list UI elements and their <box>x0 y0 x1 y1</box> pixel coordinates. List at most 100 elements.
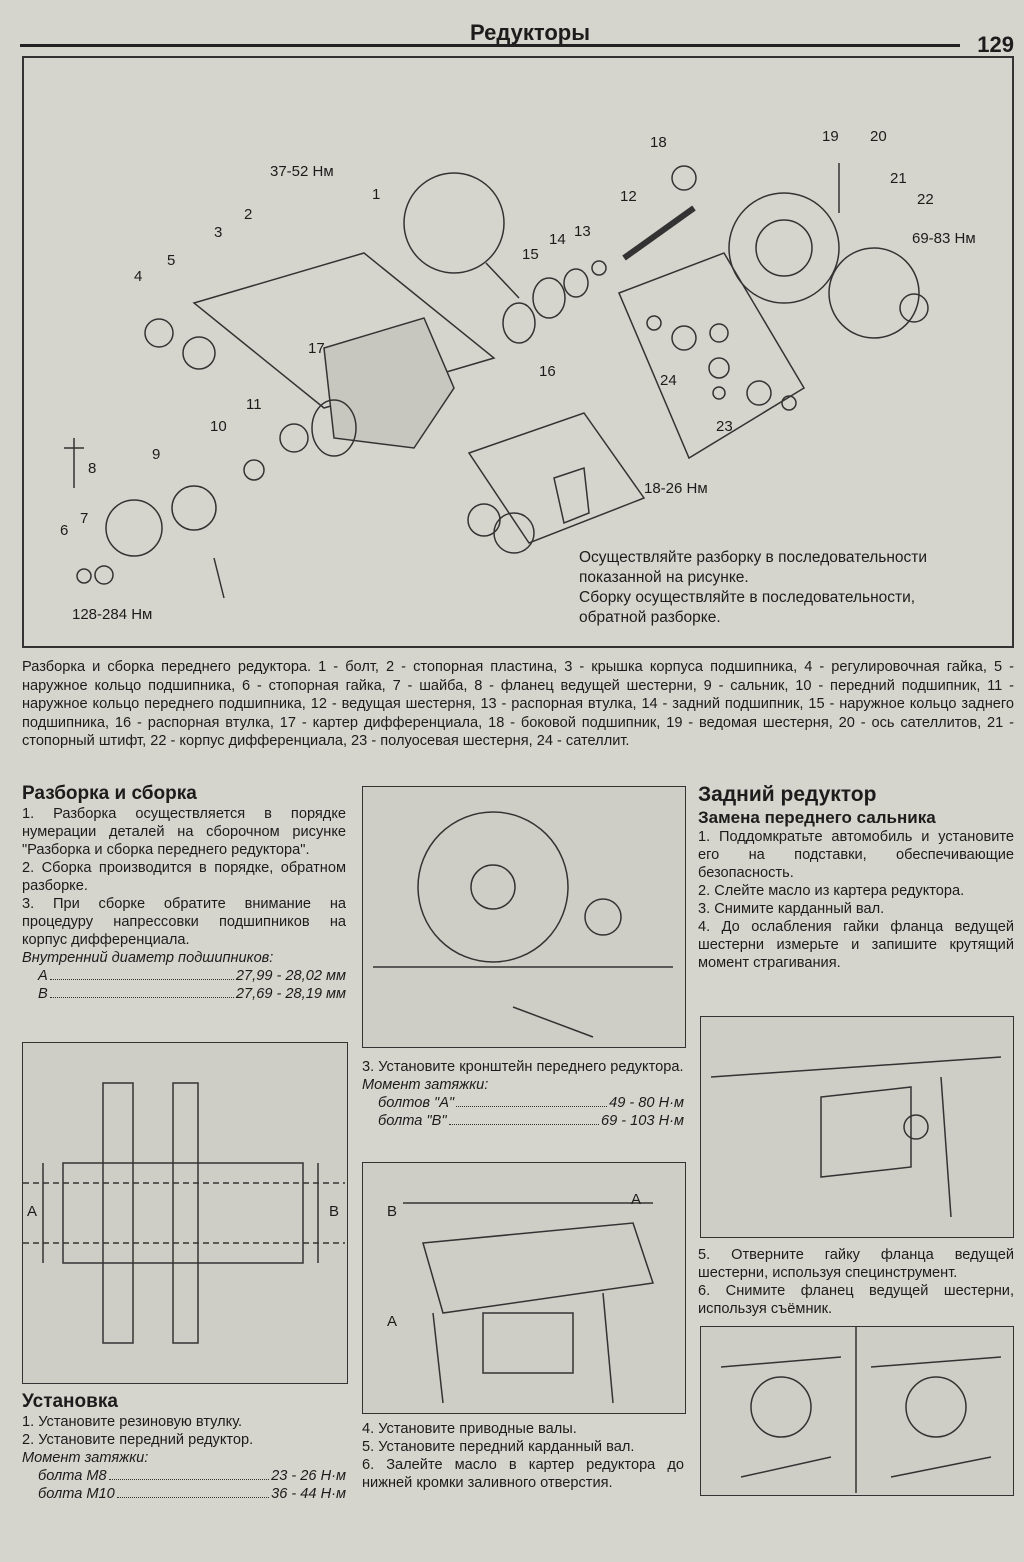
part-label: 15 <box>522 246 539 263</box>
part-label: 8 <box>88 460 97 477</box>
bolt-label-b: B <box>387 1203 398 1220</box>
part-label: 18 <box>650 134 667 151</box>
right-column-bottom: 5. Отверните гайку фланца ведущей шестер… <box>698 1246 1014 1318</box>
bracket-drawing: B A A <box>362 1162 686 1414</box>
torque-row: болта М8 23 - 26 Н·м <box>22 1467 346 1485</box>
torque-label: 69-83 Нм <box>912 230 976 247</box>
bolt-label-a: A <box>387 1313 398 1330</box>
part-label: 11 <box>246 396 262 413</box>
subsection-heading: Замена переднего сальника <box>698 808 936 827</box>
part-label: 3 <box>214 224 223 241</box>
differential-section-drawing: A B <box>22 1042 348 1384</box>
note-line: обратной разборке. <box>579 609 721 626</box>
step: 1. Разборка осуществляется в порядке нум… <box>22 806 346 858</box>
torque-value: 36 - 44 Н·м <box>271 1486 346 1502</box>
step: 5. Установите передний карданный вал. <box>362 1439 635 1455</box>
right-column: Задний редуктор Замена переднего сальник… <box>698 783 1014 972</box>
part-label: 22 <box>917 191 934 208</box>
torque-row: болта "В" 69 - 103 Н·м <box>362 1112 684 1130</box>
part-label: 17 <box>308 340 325 357</box>
part-label: 19 <box>822 128 839 145</box>
step: 6. Снимите фланец ведущей шестерни, испо… <box>698 1283 1014 1317</box>
exploded-diagram-front-differential: 1 2 3 4 5 6 7 8 9 10 11 12 13 14 15 16 1… <box>22 56 1014 648</box>
part-label: 1 <box>372 186 381 203</box>
torque-value: 23 - 26 Н·м <box>271 1468 346 1484</box>
section-title: Редукторы <box>470 20 590 45</box>
torque-value: 69 - 103 Н·м <box>600 1113 684 1129</box>
step: 5. Отверните гайку фланца ведущей шестер… <box>698 1247 1014 1281</box>
torque-label: 128-284 Нм <box>72 606 153 623</box>
step: 4. Установите приводные валы. <box>362 1421 577 1437</box>
spec-title: Внутренний диаметр подшипников: <box>22 950 274 966</box>
step: 4. До ослабления гайки фланца ведущей ше… <box>698 919 1014 971</box>
part-label: 9 <box>152 446 161 463</box>
section-heading: Задний редуктор <box>698 783 877 806</box>
torque-title: Момент затяжки: <box>22 1450 149 1466</box>
step: 1. Поддомкратьте автомобиль и установите… <box>698 829 1014 881</box>
part-label: 21 <box>890 170 907 187</box>
middle-column-bottom: 4. Установите приводные валы. 5. Установ… <box>362 1420 684 1492</box>
spec-key: В <box>38 986 48 1002</box>
torque-title: Момент затяжки: <box>362 1077 489 1093</box>
torque-key: болта "В" <box>378 1113 447 1129</box>
torque-key: болта М10 <box>38 1486 115 1502</box>
torque-key: болта М8 <box>38 1468 107 1484</box>
header-rule <box>20 44 960 47</box>
step: 3. При сборке обратите внимание на проце… <box>22 896 346 948</box>
part-label: 14 <box>549 231 566 248</box>
part-label: 4 <box>134 268 143 285</box>
note-line: Осуществляйте разборку в последовательно… <box>579 549 928 566</box>
flange-removal-drawing <box>700 1326 1014 1496</box>
part-label: 6 <box>60 522 69 539</box>
spec-row: А 27,99 - 28,02 мм <box>22 967 346 985</box>
torque-wrench-illustration <box>710 1056 1002 1218</box>
torque-row: болта М10 36 - 44 Н·м <box>22 1485 346 1503</box>
section-heading: Установка <box>22 1391 118 1412</box>
spec-value: 27,99 - 28,02 мм <box>235 968 346 984</box>
step: 6. Залейте масло в картер редуктора до н… <box>362 1457 684 1491</box>
part-label: 7 <box>80 510 89 527</box>
flange-drawing <box>373 811 673 1038</box>
dimension-label-b: B <box>329 1203 340 1220</box>
torque-measure-drawing <box>700 1016 1014 1238</box>
torque-key: болтов "А" <box>378 1095 455 1111</box>
figure-caption: Разборка и сборка переднего редуктора. 1… <box>22 659 1014 750</box>
part-label: 23 <box>716 418 733 435</box>
part-label: 20 <box>870 128 887 145</box>
middle-column-top: 3. Установите кронштейн переднего редукт… <box>362 1058 684 1130</box>
diagram-note: Осуществляйте разборку в последовательно… <box>579 548 927 628</box>
install-section: Установка 1. Установите резиновую втулку… <box>22 1391 346 1503</box>
note-line: Сборку осуществляйте в последовательност… <box>579 589 916 606</box>
dimension-label-a: A <box>27 1203 38 1220</box>
page-header: Редукторы 129 <box>0 18 1024 57</box>
part-label: 10 <box>210 418 227 435</box>
step: 2. Сборка производится в порядке, обратн… <box>22 860 346 894</box>
torque-label: 18-26 Нм <box>644 480 708 497</box>
step: 1. Установите резиновую втулку. <box>22 1414 243 1430</box>
step: 3. Установите кронштейн переднего редукт… <box>362 1059 684 1075</box>
step: 2. Установите передний редуктор. <box>22 1432 254 1448</box>
puller-illustration <box>720 1327 1002 1493</box>
part-label: 24 <box>660 372 677 389</box>
part-label: 13 <box>574 223 591 240</box>
torque-value: 49 - 80 Н·м <box>609 1095 684 1111</box>
left-column: Разборка и сборка 1. Разборка осуществля… <box>22 783 346 1003</box>
spec-key: А <box>38 968 48 984</box>
page-number: 129 <box>977 32 1014 57</box>
bracket-illustration <box>403 1202 654 1404</box>
exploded-view-drawing <box>64 163 929 599</box>
spec-value: 27,69 - 28,19 мм <box>235 986 346 1002</box>
spec-row: В 27,69 - 28,19 мм <box>22 985 346 1003</box>
part-label: 12 <box>620 188 637 205</box>
part-label: 5 <box>167 252 176 269</box>
differential-drawing <box>23 1082 345 1344</box>
torque-row: болтов "А" 49 - 80 Н·м <box>362 1094 684 1112</box>
bolt-label-a: A <box>631 1191 642 1208</box>
note-line: показанной на рисунке. <box>579 569 749 586</box>
part-label: 2 <box>244 206 253 223</box>
step: 3. Снимите карданный вал. <box>698 901 885 917</box>
flange-photo-drawing <box>362 786 686 1048</box>
section-heading: Разборка и сборка <box>22 783 197 804</box>
step: 2. Слейте масло из картера редуктора. <box>698 883 965 899</box>
